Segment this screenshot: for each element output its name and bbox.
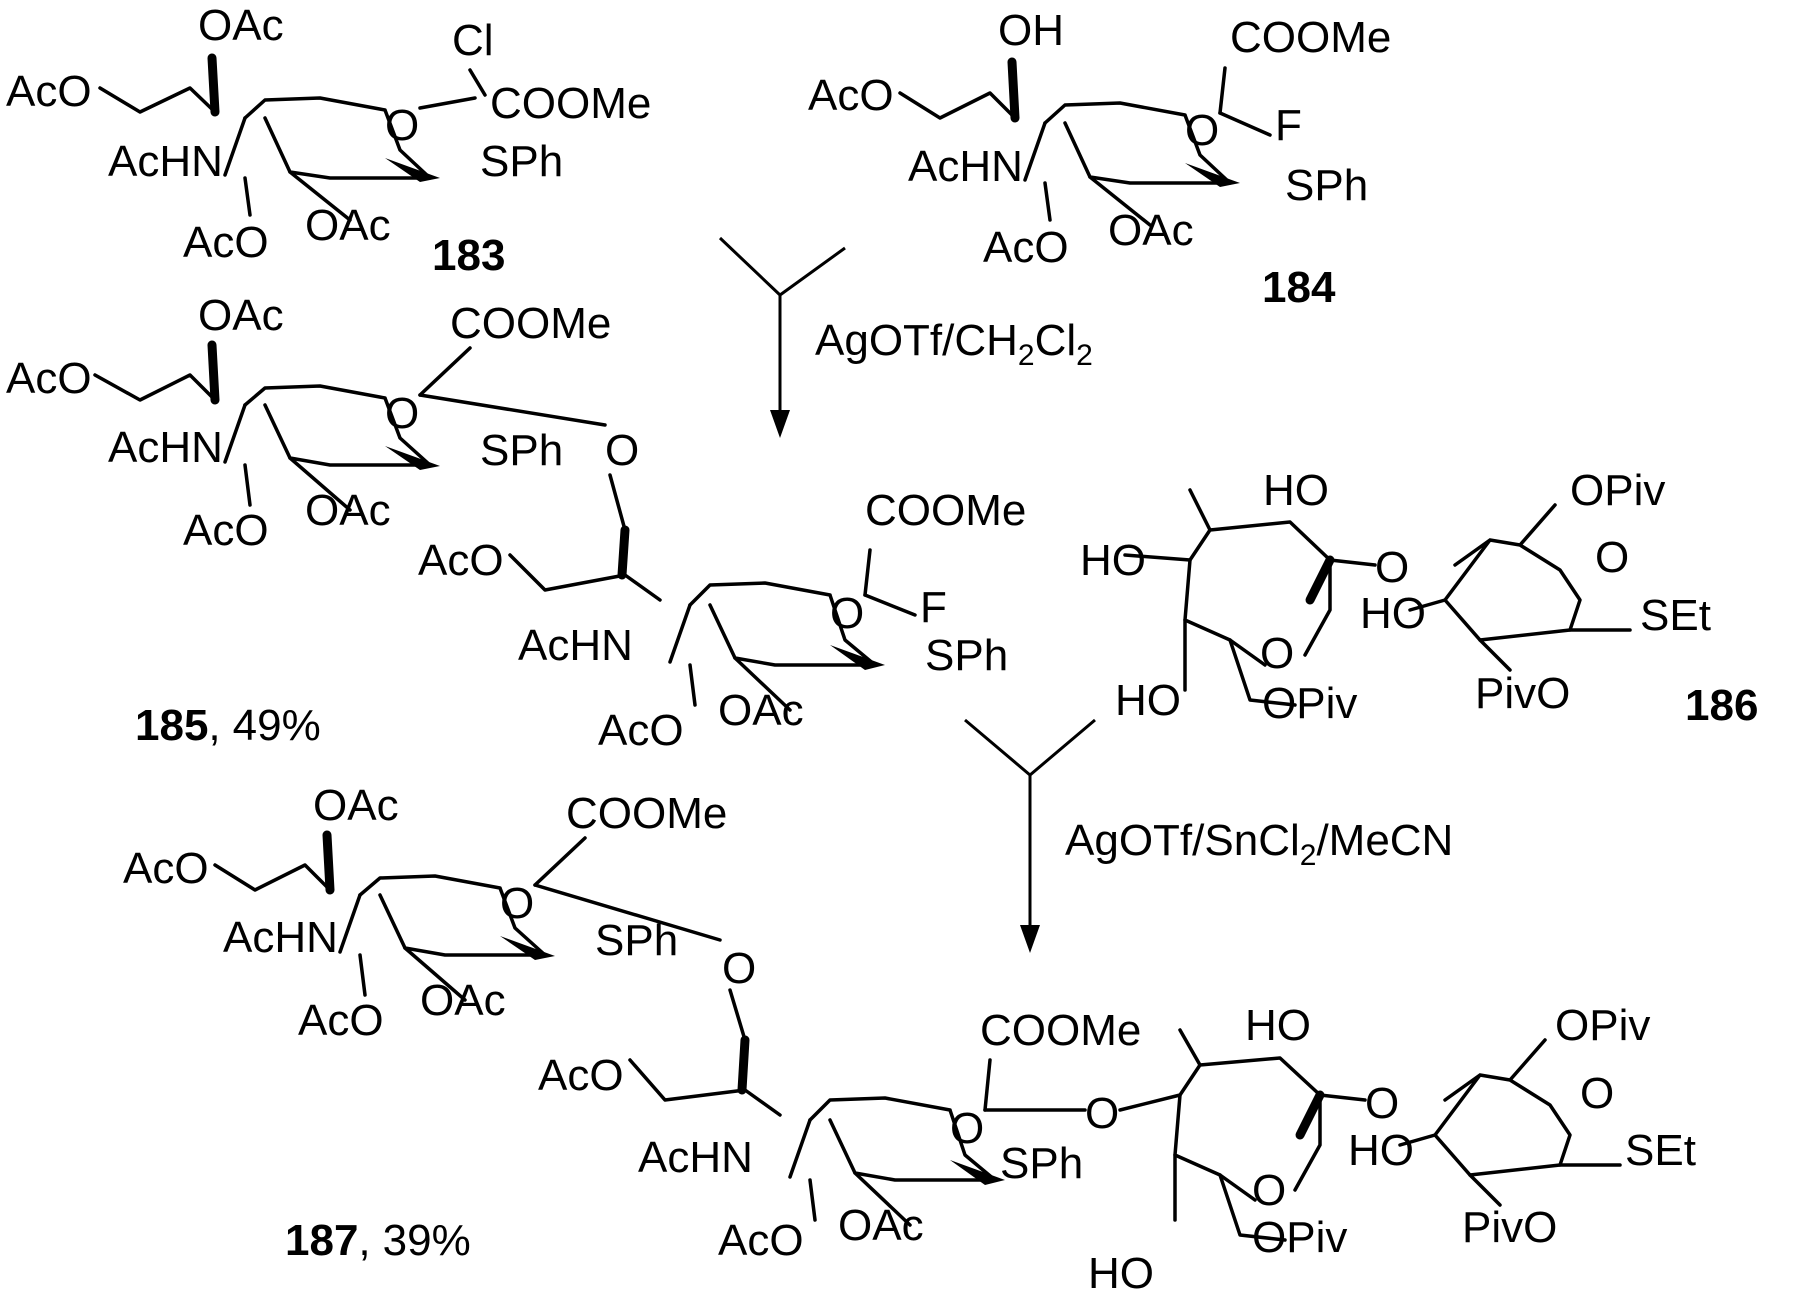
atom-label: OAc: [1108, 206, 1194, 255]
atom-label: HO: [1080, 536, 1146, 585]
atom-label: OAc: [305, 486, 391, 535]
atom-label: O: [830, 589, 864, 638]
atom-label: AcO: [183, 218, 269, 267]
atom-label: AcO: [718, 1216, 804, 1265]
compound-185-caption: 185,49%: [135, 701, 321, 750]
atom-label: AcO: [6, 354, 92, 403]
compound-number-184: 184: [1262, 263, 1336, 312]
atom-label: AcHN: [638, 1133, 753, 1182]
atom-label: O: [1185, 106, 1219, 155]
atom-label: AcHN: [518, 621, 633, 670]
atom-label: O: [1252, 1166, 1286, 1215]
atom-label: O: [1260, 629, 1294, 678]
atom-label: HO: [1088, 1249, 1154, 1297]
atom-label: O: [385, 101, 419, 150]
atom-label: O: [722, 944, 756, 993]
atom-label: SPh: [480, 137, 563, 186]
atom-label: COOMe: [566, 789, 727, 838]
atom-label: HO: [1348, 1126, 1414, 1175]
atom-label: OAc: [420, 976, 506, 1025]
atom-label: HO: [1115, 676, 1181, 725]
atom-label: COOMe: [980, 1006, 1141, 1055]
compound-187-structure: [213, 830, 1622, 1242]
compound-number-186: 186: [1685, 681, 1758, 730]
atom-label: O: [500, 879, 534, 928]
compound-187-caption: 187,39%: [285, 1216, 471, 1265]
atom-label: OAc: [838, 1201, 924, 1250]
atom-label: F: [1275, 101, 1302, 150]
atom-label: OPiv: [1252, 1213, 1347, 1262]
atom-label: O: [950, 1104, 984, 1153]
atom-label: O: [605, 426, 639, 475]
atom-label: PivO: [1462, 1203, 1557, 1252]
atom-label: AcHN: [108, 137, 223, 186]
atom-label: OPiv: [1262, 679, 1357, 728]
compound-186-structure: [1123, 488, 1632, 707]
compound-185-structure: [93, 340, 917, 712]
atom-label: O: [1085, 1089, 1119, 1138]
atom-label: OAc: [718, 686, 804, 735]
atom-label: O: [1580, 1069, 1614, 1118]
atom-label: HO: [1263, 466, 1329, 515]
atom-label: Cl: [452, 16, 494, 65]
atom-label: OPiv: [1570, 466, 1665, 515]
atom-label: AcO: [418, 536, 504, 585]
atom-label: HO: [1245, 1001, 1311, 1050]
atom-label: COOMe: [1230, 13, 1391, 62]
atom-label: COOMe: [490, 79, 651, 128]
atom-label: COOMe: [450, 299, 611, 348]
atom-label: OAc: [313, 781, 399, 830]
reagent-step-2: AgOTf/SnCl2/MeCN: [1065, 816, 1453, 872]
atom-label: COOMe: [865, 486, 1026, 535]
atom-label: F: [920, 583, 947, 632]
compound-184-structure: [898, 57, 1272, 227]
atom-label: AcHN: [908, 142, 1023, 191]
atom-label: O: [1375, 543, 1409, 592]
atom-label: PivO: [1475, 669, 1570, 718]
atom-label: SPh: [925, 631, 1008, 680]
atom-label: O: [1595, 533, 1629, 582]
atom-label: OAc: [198, 1, 284, 50]
atom-label: OAc: [198, 291, 284, 340]
atom-label: O: [1365, 1079, 1399, 1128]
atom-label: OAc: [305, 201, 391, 250]
atom-label: OPiv: [1555, 1001, 1650, 1050]
atom-label: AcHN: [108, 423, 223, 472]
atom-label: AcO: [123, 844, 209, 893]
reagent-step-1: AgOTf/CH2Cl2: [815, 316, 1093, 372]
reaction-step-1: AgOTf/CH2Cl2: [718, 236, 1093, 438]
atom-label: SEt: [1625, 1126, 1696, 1175]
atom-label: SPh: [480, 426, 563, 475]
compound-number-183: 183: [432, 231, 505, 280]
atom-label: AcO: [6, 67, 92, 116]
atom-label: HO: [1360, 589, 1426, 638]
atom-label: AcO: [298, 996, 384, 1045]
atom-label: SPh: [1000, 1139, 1083, 1188]
atom-label: AcO: [183, 506, 269, 555]
atom-label: AcO: [538, 1051, 624, 1100]
atom-label: SPh: [1285, 161, 1368, 210]
compound-183-structure: [98, 53, 487, 222]
atom-label: SPh: [595, 916, 678, 965]
atom-label: O: [385, 389, 419, 438]
atom-label: AcO: [598, 706, 684, 755]
atom-label: OH: [998, 6, 1064, 55]
reaction-step-2: AgOTf/SnCl2/MeCN: [964, 718, 1453, 953]
atom-label: AcHN: [223, 913, 338, 962]
atom-label: AcO: [808, 71, 894, 120]
atom-label: SEt: [1640, 591, 1711, 640]
atom-label: AcO: [983, 223, 1069, 272]
